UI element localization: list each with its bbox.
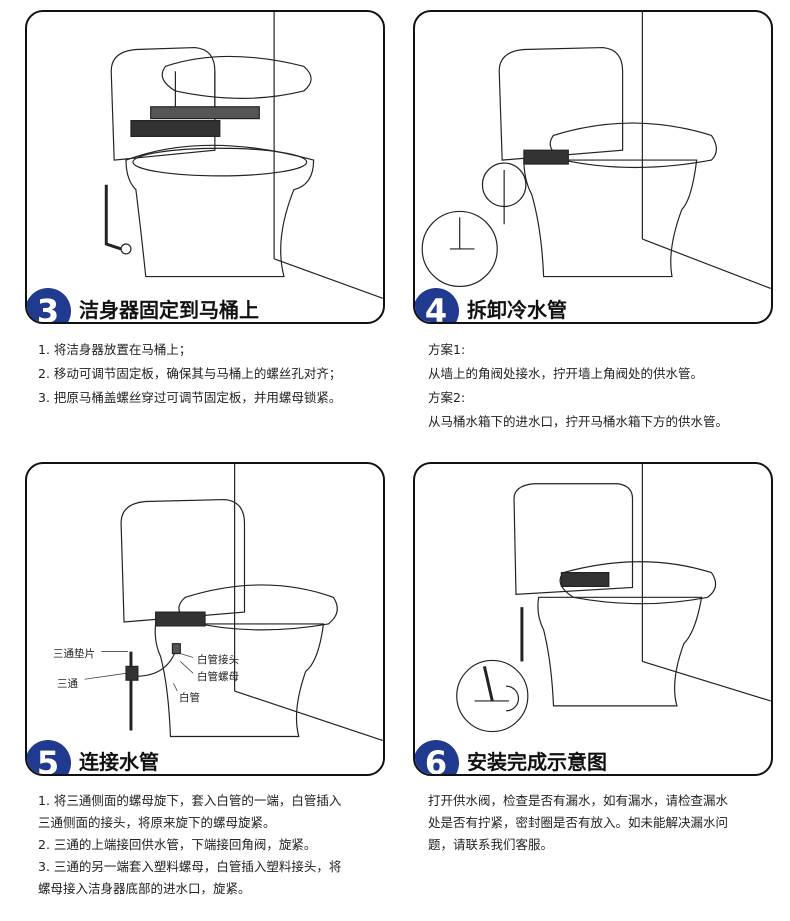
instruction-line: 螺母接入洁身器底部的进水口，旋紧。 <box>38 881 251 896</box>
step-title: 安装完成示意图 <box>463 746 611 774</box>
instruction-line: 1. 将三通侧面的螺母旋下，套入白管的一端，白管插入 <box>38 793 342 808</box>
step3-instructions: 1. 将洁身器放置在马桶上； 2. 移动可调节固定板，确保其与马桶上的螺丝孔对齐… <box>38 338 341 410</box>
step-number-badge: 3 <box>27 288 71 322</box>
step6-illustration <box>456 464 771 733</box>
step4-illustration <box>421 12 771 289</box>
instruction-line: 三通侧面的接头，将原来旋下的螺母旋紧。 <box>38 815 276 830</box>
instruction-line: 2. 移动可调节固定板，确保其与马桶上的螺丝孔对齐； <box>38 366 342 381</box>
step6-instructions: 打开供水阀，检查是否有漏水，如有漏水，请检查漏水 处是否有拧紧，密封圈是否有放入… <box>428 790 728 856</box>
step-title: 拆卸冷水管 <box>463 294 571 322</box>
step-title: 洁身器固定到马桶上 <box>75 294 263 322</box>
tee-label: 三通 <box>57 678 78 690</box>
step-number-badge: 4 <box>415 288 459 322</box>
white-pipe-connector-label: 白管接头 <box>197 654 239 666</box>
instruction-line: 题，请联系我们客服。 <box>428 837 554 852</box>
instruction-line: 2. 三通的上端接回供水管，下端接回角阀，旋紧。 <box>38 837 317 852</box>
instruction-line: 从马桶水箱下的进水口，拧开马桶水箱下方的供水管。 <box>428 414 729 429</box>
tee-gasket-label: 三通垫片 <box>53 648 95 660</box>
step5-illustration <box>84 464 383 741</box>
step4-panel: 4 拆卸冷水管 <box>413 10 773 324</box>
step-number-badge: 5 <box>27 740 71 774</box>
instruction-line: 方案2: <box>428 390 466 405</box>
step3-panel: 3 洁身器固定到马桶上 <box>25 10 385 324</box>
step4-instructions: 方案1: 从墙上的角阀处接水，拧开墙上角阀处的供水管。 方案2: 从马桶水箱下的… <box>428 338 728 434</box>
white-pipe-label: 白管 <box>179 692 200 704</box>
instruction-line: 打开供水阀，检查是否有漏水，如有漏水，请检查漏水 <box>428 793 729 808</box>
step5-instructions: 1. 将三通侧面的螺母旋下，套入白管的一端，白管插入 三通侧面的接头，将原来旋下… <box>38 790 341 900</box>
step6-panel: 6 安装完成示意图 <box>413 462 773 776</box>
instruction-line: 方案1: <box>428 342 466 357</box>
step5-panel: 三通垫片 三通 白管接头 白管螺母 白管 5 连接水管 <box>25 462 385 776</box>
instruction-line: 从墙上的角阀处接水，拧开墙上角阀处的供水管。 <box>428 366 704 381</box>
instruction-line: 3. 三通的另一端套入塑料螺母，白管插入塑料接头，将 <box>38 859 342 874</box>
instruction-line: 3. 把原马桶盖螺丝穿过可调节固定板，并用螺母锁紧。 <box>38 390 342 405</box>
step-title: 连接水管 <box>75 746 163 774</box>
step3-illustration <box>104 12 383 299</box>
white-pipe-nut-label: 白管螺母 <box>197 671 239 683</box>
instruction-line: 1. 将洁身器放置在马桶上； <box>38 342 192 357</box>
instruction-line: 处是否有拧紧，密封圈是否有放入。如未能解决漏水问 <box>428 815 729 830</box>
step-number-badge: 6 <box>415 740 459 774</box>
